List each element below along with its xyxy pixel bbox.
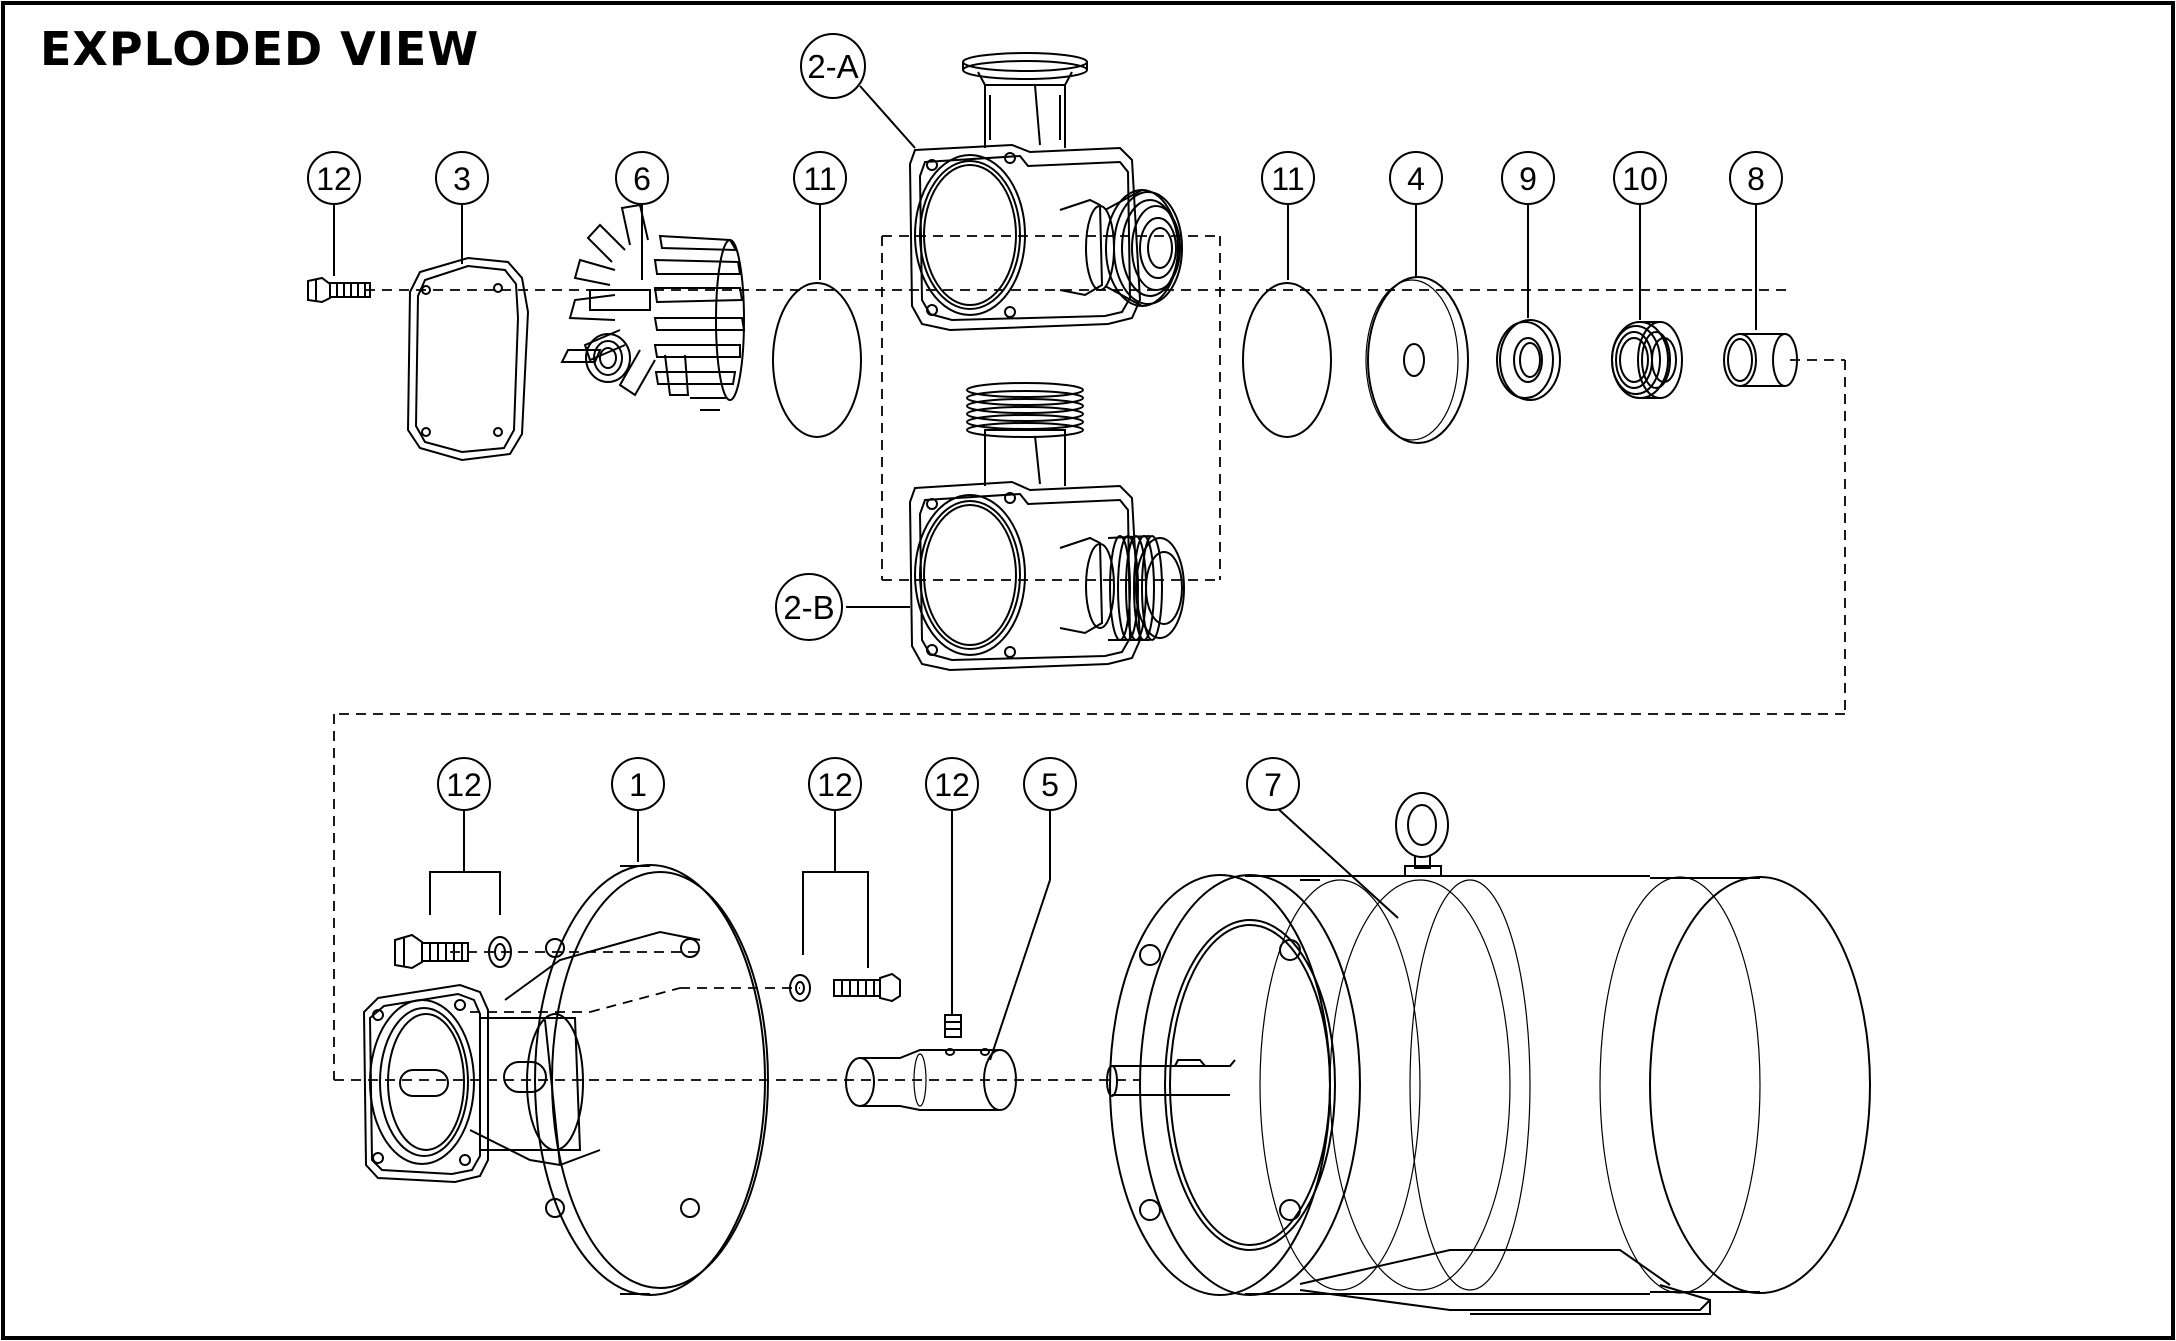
callout-11-right: 11 — [1261, 151, 1315, 205]
part-6-impeller — [560, 203, 746, 411]
part-8-sleeve — [1723, 333, 1798, 387]
callout-9-label: 9 — [1519, 161, 1537, 197]
callout-11-right-label: 11 — [1271, 161, 1304, 197]
part-2b-housing-threaded — [908, 382, 1185, 672]
callout-9: 9 — [1501, 151, 1555, 205]
callout-12-top: 12 — [307, 151, 361, 205]
part-10-bearing — [1611, 321, 1683, 399]
callout-6: 6 — [615, 151, 669, 205]
callout-12-lower-middle: 12 — [808, 757, 862, 811]
callout-3: 3 — [435, 151, 489, 205]
part-3-end-cover — [406, 256, 530, 462]
callout-1-label: 1 — [629, 767, 647, 803]
part-12-set-screw — [944, 1014, 962, 1038]
callout-4-label: 4 — [1407, 161, 1425, 197]
callout-12-top-label: 12 — [316, 161, 352, 197]
part-9-seal — [1496, 319, 1561, 401]
callout-12-lower-left: 12 — [437, 757, 491, 811]
page-title: EXPLODED VIEW — [40, 22, 480, 76]
part-4-wear-plate — [1365, 276, 1469, 444]
callout-8-label: 8 — [1747, 161, 1765, 197]
callout-7-label: 7 — [1264, 767, 1282, 803]
callout-12-lower-left-label: 12 — [446, 767, 482, 803]
callout-1: 1 — [611, 757, 665, 811]
part-12-cover-screw — [307, 276, 371, 304]
callout-10: 10 — [1613, 151, 1667, 205]
part-7-motor — [1106, 792, 1871, 1315]
callout-11-left: 11 — [793, 151, 847, 205]
callout-10-label: 10 — [1622, 161, 1658, 197]
part-12-adapter-bolt-washer — [394, 871, 512, 970]
callout-8: 8 — [1729, 151, 1783, 205]
callout-11-left-label: 11 — [803, 161, 836, 197]
callout-12-set-screw: 12 — [925, 757, 979, 811]
callout-7: 7 — [1246, 757, 1300, 811]
callout-6-label: 6 — [633, 161, 651, 197]
part-1-motor-adapter — [362, 864, 769, 1296]
callout-12-lower-middle-label: 12 — [817, 767, 853, 803]
callout-2b: 2-B — [775, 573, 843, 641]
part-11-gasket-left — [772, 282, 862, 438]
callout-2a-label: 2-A — [807, 48, 858, 85]
callout-3-label: 3 — [453, 161, 471, 197]
part-2a-housing-flanged — [908, 52, 1183, 332]
part-11-gasket-right — [1242, 282, 1332, 438]
part-12-motor-bolt-washer — [789, 871, 901, 1003]
callout-5-label: 5 — [1041, 767, 1059, 803]
callout-2b-label: 2-B — [783, 589, 834, 626]
part-5-shaft-sleeve — [845, 1048, 1017, 1111]
callout-4: 4 — [1389, 151, 1443, 205]
leader-lines — [333, 85, 1757, 1061]
callout-5: 5 — [1023, 757, 1077, 811]
callout-2a: 2-A — [800, 33, 866, 99]
callout-12-set-screw-label: 12 — [934, 767, 970, 803]
